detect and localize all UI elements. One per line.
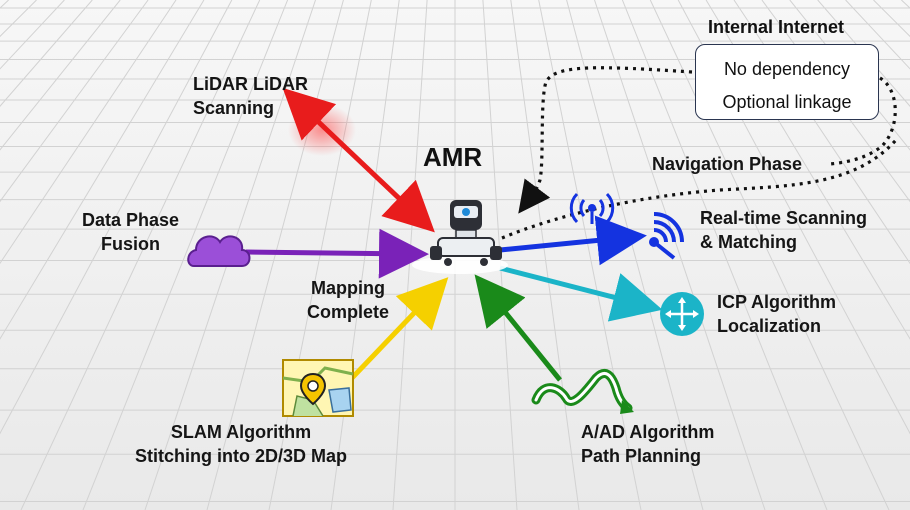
grid-line xyxy=(621,0,828,510)
astar-label-line2: Path Planning xyxy=(581,446,702,467)
lidar-label: LiDAR LiDAR Scanning xyxy=(193,72,308,121)
grid-line xyxy=(20,0,261,510)
lidar-arrow xyxy=(282,87,435,233)
grid-line xyxy=(0,0,149,203)
map-pin-icon xyxy=(282,359,354,417)
grid-line xyxy=(0,0,177,265)
mapping-label-line2: Complete xyxy=(307,302,390,323)
grid-line xyxy=(82,0,289,510)
grid-line xyxy=(0,0,93,107)
grid-line xyxy=(817,0,910,107)
astar-label: A/AD Algorithm Path Planning xyxy=(581,420,714,469)
wavy-path-icon xyxy=(531,369,634,414)
crosshair-arrows-icon xyxy=(660,292,704,336)
grid-line xyxy=(594,0,766,510)
astar-arrow xyxy=(474,274,562,382)
scan-waves-icon xyxy=(649,212,684,260)
mapping-label: Mapping Complete xyxy=(307,276,389,325)
grid-line xyxy=(206,0,344,510)
realtime-label-line2: & Matching xyxy=(700,232,797,253)
realtime-arrow xyxy=(499,215,647,266)
navigation-dotted-link xyxy=(501,138,898,240)
icp-label: ICP Algorithm Localization xyxy=(717,290,836,339)
fusion-label-line1: Data Phase xyxy=(82,210,180,230)
grid-line xyxy=(649,0,890,510)
lidar-label-line2: Scanning xyxy=(193,98,275,119)
grid-line xyxy=(0,0,233,435)
wireless-signal-icon xyxy=(569,192,615,224)
realtime-label: Real-time Scanning & Matching xyxy=(700,206,867,255)
icp-label-line2: Localization xyxy=(717,316,822,337)
fusion-label-line2: Fusion xyxy=(101,234,161,255)
realtime-label-line1: Real-time Scanning xyxy=(700,208,868,228)
fusion-label: Data Phase Fusion xyxy=(82,208,179,257)
grid-line xyxy=(0,0,121,151)
internet-title: Internal Internet xyxy=(708,17,845,37)
internet-options-box: No dependency Optional linkage xyxy=(695,44,879,120)
fusion-arrow xyxy=(245,228,429,279)
internet-dotted-link-right xyxy=(829,76,897,166)
slam-label-line1: SLAM Algorithm xyxy=(170,422,312,442)
internet-option-no-dependency: No dependency xyxy=(723,59,851,79)
lidar-label-line1: LiDAR LiDAR xyxy=(193,74,308,94)
robot-icon[interactable] xyxy=(412,200,508,274)
icp-label-line1: ICP Algorithm xyxy=(717,292,837,312)
icp-arrow xyxy=(499,265,663,322)
amr-label: AMR xyxy=(423,142,483,172)
astar-label-line1: A/AD Algorithm xyxy=(581,422,715,442)
grid-line xyxy=(0,0,205,340)
navigation-phase-label: Navigation Phase xyxy=(652,154,803,174)
slam-label-line2: Stitching into 2D/3D Map xyxy=(135,446,348,467)
cloud-icon xyxy=(187,235,251,267)
grid-line xyxy=(538,0,642,510)
internet-dotted-link xyxy=(518,66,693,214)
slam-label: SLAM Algorithm Stitching into 2D/3D Map xyxy=(135,420,347,469)
mapping-label-line1: Mapping xyxy=(311,278,385,298)
grid-line xyxy=(510,0,580,510)
mapping-arrow xyxy=(350,277,449,380)
internet-option-optional-linkage: Optional linkage xyxy=(722,92,852,112)
